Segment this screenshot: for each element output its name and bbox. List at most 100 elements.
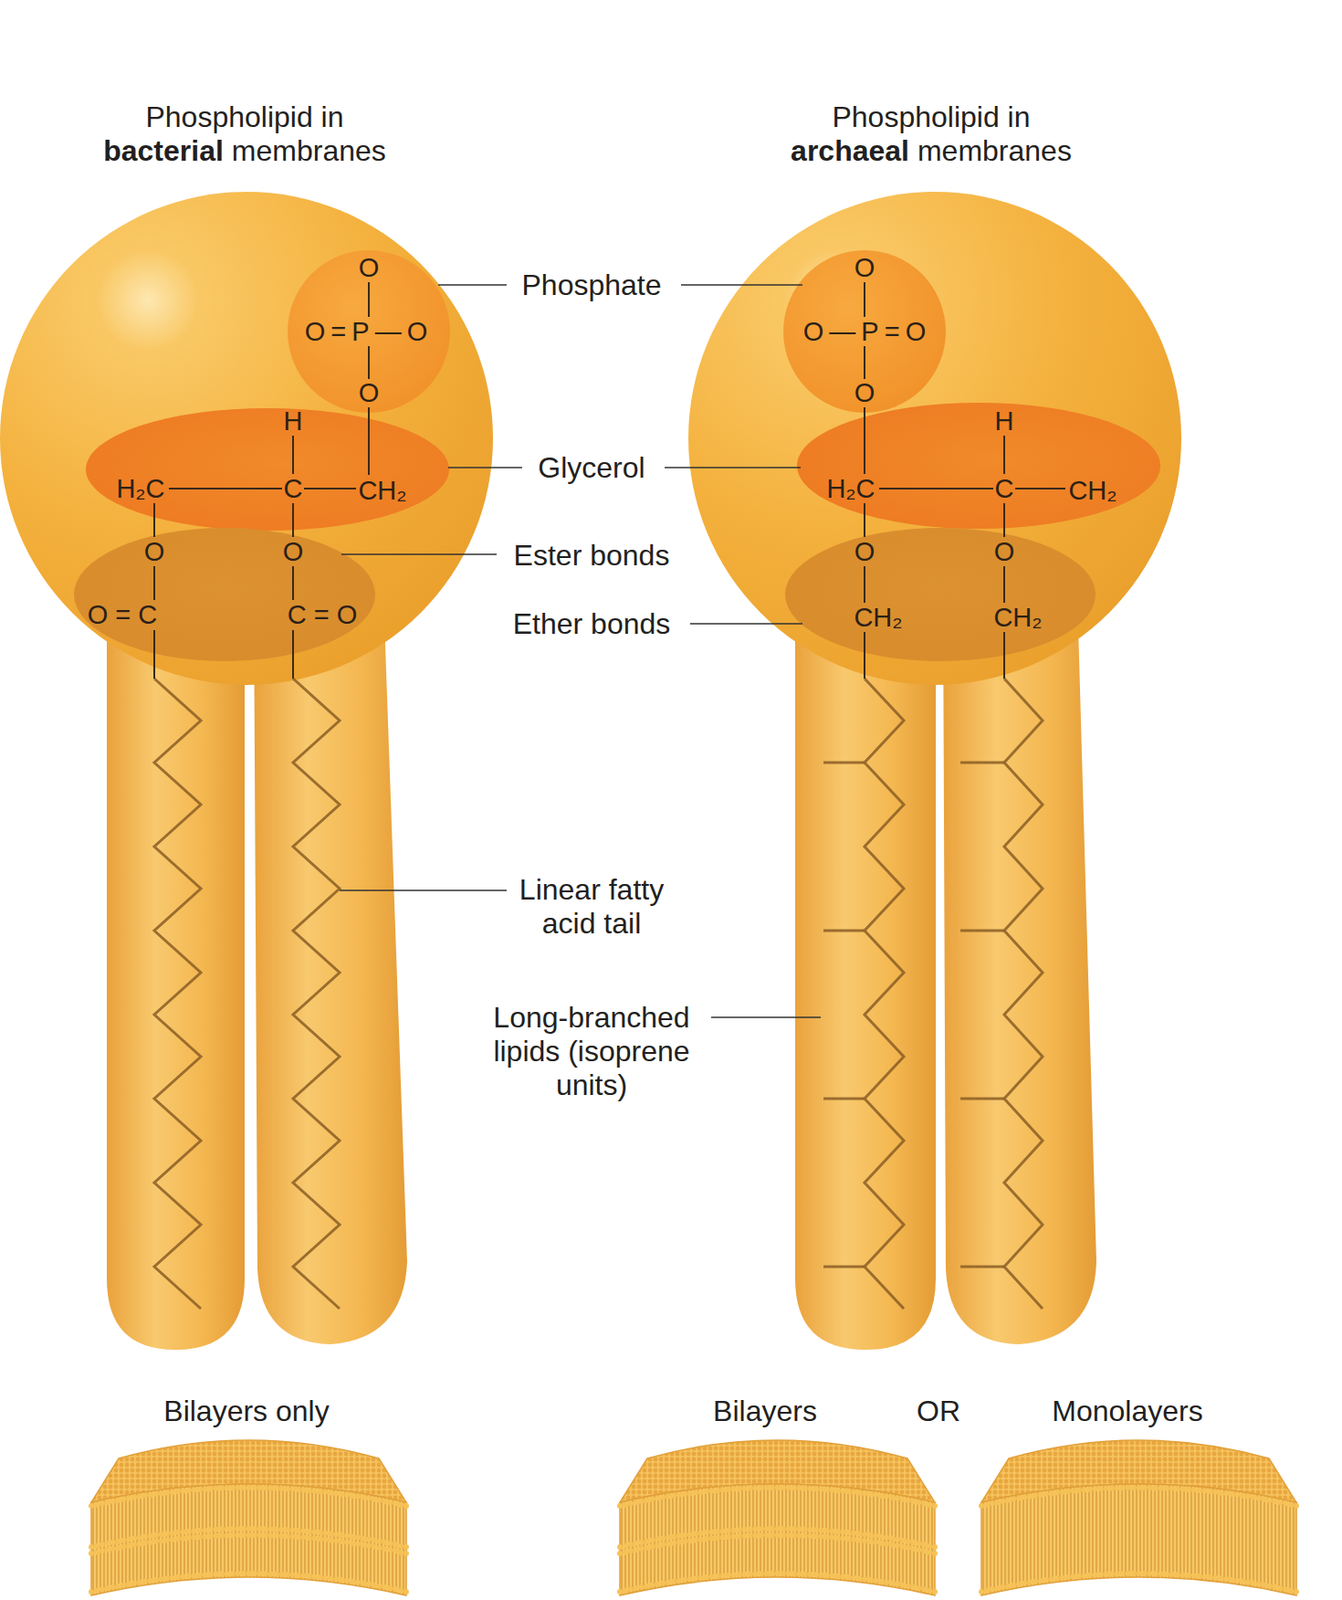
- methyl-branch: [960, 929, 1005, 933]
- isoprene-tail: [943, 593, 1097, 1344]
- node-outline: [85, 408, 450, 531]
- node-fill: [796, 402, 1161, 529]
- chemical-bond: [1003, 631, 1006, 679]
- node-fill: [287, 250, 451, 413]
- chemical-bond: [863, 345, 866, 379]
- text-row: CH₂: [357, 475, 407, 505]
- atom-label: CH₂: [993, 602, 1042, 632]
- head-row: [619, 1572, 935, 1592]
- node-fill: [73, 527, 376, 661]
- atom-label: C=O: [287, 599, 365, 630]
- atom-label: O: [994, 536, 1016, 567]
- hydrocarbon-chain: [864, 678, 904, 1309]
- methyl-branch: [960, 761, 1005, 765]
- text-row: O=P—O: [304, 316, 433, 346]
- atom-label: H: [995, 406, 1015, 436]
- chemical-bond: [1003, 566, 1006, 603]
- panel-title: membranes: [231, 134, 387, 168]
- phosphate-circle: OO=P—OO: [287, 250, 451, 413]
- methyl-branch: [960, 1265, 1005, 1269]
- membrane-front: [981, 1483, 1297, 1595]
- node-fill: [785, 527, 1096, 661]
- atom-label: H: [283, 406, 304, 436]
- text-row: O: [144, 536, 166, 567]
- leader-line: [341, 553, 497, 556]
- head-row: [91, 1487, 407, 1506]
- chemical-bond: [292, 435, 294, 474]
- text-row: O=C: [87, 599, 165, 630]
- phospholipid-head: Phospholipid inbacterialmembranesOO=P—OO…: [0, 191, 493, 685]
- methyl-branch: [823, 1097, 865, 1101]
- methyl-branch: [823, 929, 865, 933]
- text-row: C=O: [287, 599, 365, 630]
- chemical-bond: [292, 629, 294, 679]
- text-row: O—P=O: [803, 316, 932, 346]
- atom-label: CH₂: [853, 602, 902, 632]
- atom-label: H₂C: [826, 473, 875, 504]
- callout-label: Bilayers: [712, 1394, 818, 1428]
- glycerol-ellipse: H H₂C C CH₂: [85, 408, 450, 531]
- methyl-branch: [823, 761, 865, 765]
- head-row: [981, 1487, 1297, 1506]
- callout-label: Monolayers: [1051, 1394, 1203, 1428]
- leader-line: [438, 283, 507, 286]
- isoprene-tail: [795, 593, 936, 1350]
- head-row: [619, 1487, 935, 1506]
- chemical-bond: [1003, 435, 1006, 474]
- membrane-front: [91, 1483, 407, 1595]
- chemical-bond: [153, 629, 156, 679]
- text-row: O: [854, 252, 876, 283]
- hydrocarbon-chain: [293, 678, 340, 1309]
- chemical-bond: [863, 407, 866, 474]
- text-row: Phospholipid in: [145, 100, 344, 135]
- text-row: H: [995, 406, 1015, 436]
- chemical-bond: [367, 407, 370, 475]
- atom-label: H₂C: [115, 473, 165, 504]
- text-row: CH₂: [853, 602, 902, 632]
- node-outline: [785, 527, 1096, 661]
- fatty-acid-tail: [106, 593, 245, 1350]
- atom-label: C: [995, 473, 1015, 504]
- hydrocarbon-chain: [154, 678, 201, 1309]
- callout-label: Long-branched lipids (isoprene units): [482, 1000, 702, 1102]
- atom-label: O: [854, 536, 876, 567]
- hydrocarbon-chain: [1004, 678, 1043, 1309]
- leader-line: [681, 283, 803, 286]
- chemical-bond: [879, 487, 994, 490]
- text-row: Phospholipid in: [831, 100, 1030, 135]
- atom-label: CH₂: [357, 475, 407, 505]
- text-row: bacterialmembranes: [103, 134, 387, 168]
- membrane-front: [619, 1483, 935, 1595]
- leader-line: [664, 466, 801, 469]
- node-outline: [796, 402, 1161, 529]
- panel-title: Phospholipid in: [145, 100, 344, 135]
- chemical-bond: [153, 566, 156, 600]
- text-row: O: [854, 536, 876, 567]
- callout-label: Linear fatty acid tail: [500, 872, 683, 941]
- panel-title: Phospholipid in: [831, 100, 1030, 135]
- monolayer-membrane: [981, 1439, 1297, 1595]
- atom-label: CH₂: [1068, 475, 1117, 505]
- ether-bond-ellipse: O O CH₂ CH₂: [785, 527, 1096, 661]
- chemical-bond: [367, 282, 370, 317]
- text-row: CH₂: [993, 602, 1042, 632]
- text-row: O: [854, 377, 876, 408]
- text-row: CH₂: [1068, 475, 1117, 505]
- ester-bond-ellipse: OOO=CC=O: [73, 527, 376, 661]
- chemical-bond: [863, 631, 866, 679]
- panel-title: bacterial: [103, 134, 224, 168]
- head-row: [619, 1534, 935, 1553]
- head-row: [981, 1572, 1297, 1592]
- chemical-bond: [292, 566, 294, 600]
- text-row: H₂C: [826, 473, 875, 504]
- node-outline: [73, 527, 376, 661]
- leader-line: [448, 466, 523, 469]
- atom-label: O=C: [87, 599, 165, 630]
- atom-label: O: [358, 252, 380, 283]
- text-row: archaealmembranes: [790, 134, 1072, 168]
- panel-title: membranes: [917, 134, 1072, 168]
- atom-label: C: [283, 473, 304, 504]
- fatty-acid-tail: [253, 593, 408, 1344]
- bilayer-membrane: [91, 1439, 407, 1595]
- bilayer-membrane: [619, 1439, 935, 1595]
